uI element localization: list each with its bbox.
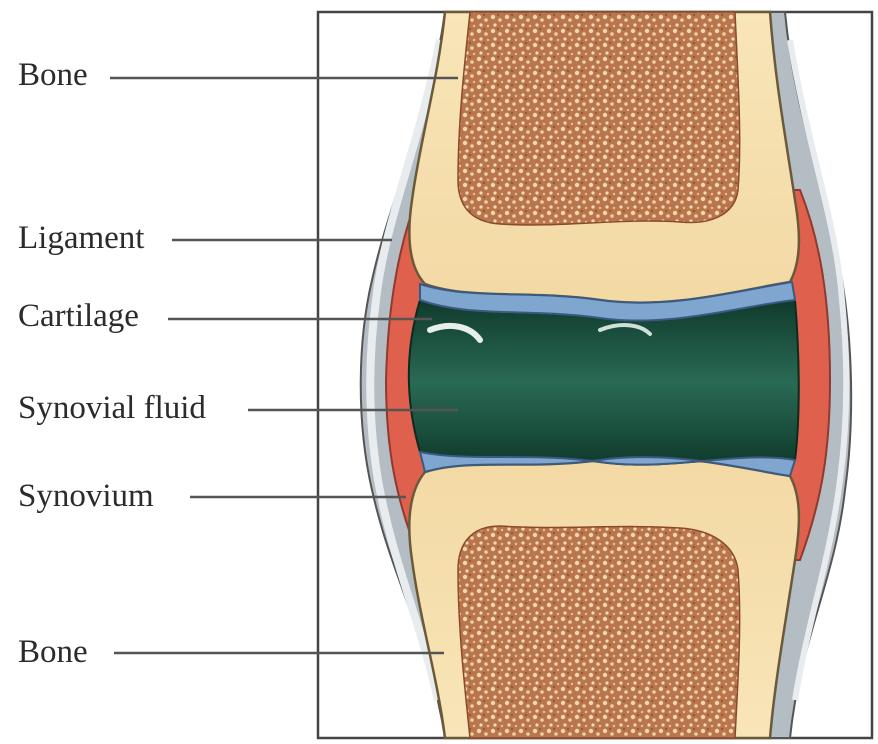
label-synovial-fluid: Synovial fluid — [18, 388, 206, 428]
label-synovium: Synovium — [18, 476, 154, 516]
label-ligament: Ligament — [18, 218, 144, 258]
synovial-fluid-cavity — [409, 300, 799, 465]
label-cartilage: Cartilage — [18, 296, 139, 336]
bone-bottom-spongy — [458, 526, 740, 738]
label-bone-top: Bone — [18, 55, 88, 95]
bone-top-spongy — [458, 12, 740, 225]
label-bone-bottom: Bone — [18, 632, 88, 672]
